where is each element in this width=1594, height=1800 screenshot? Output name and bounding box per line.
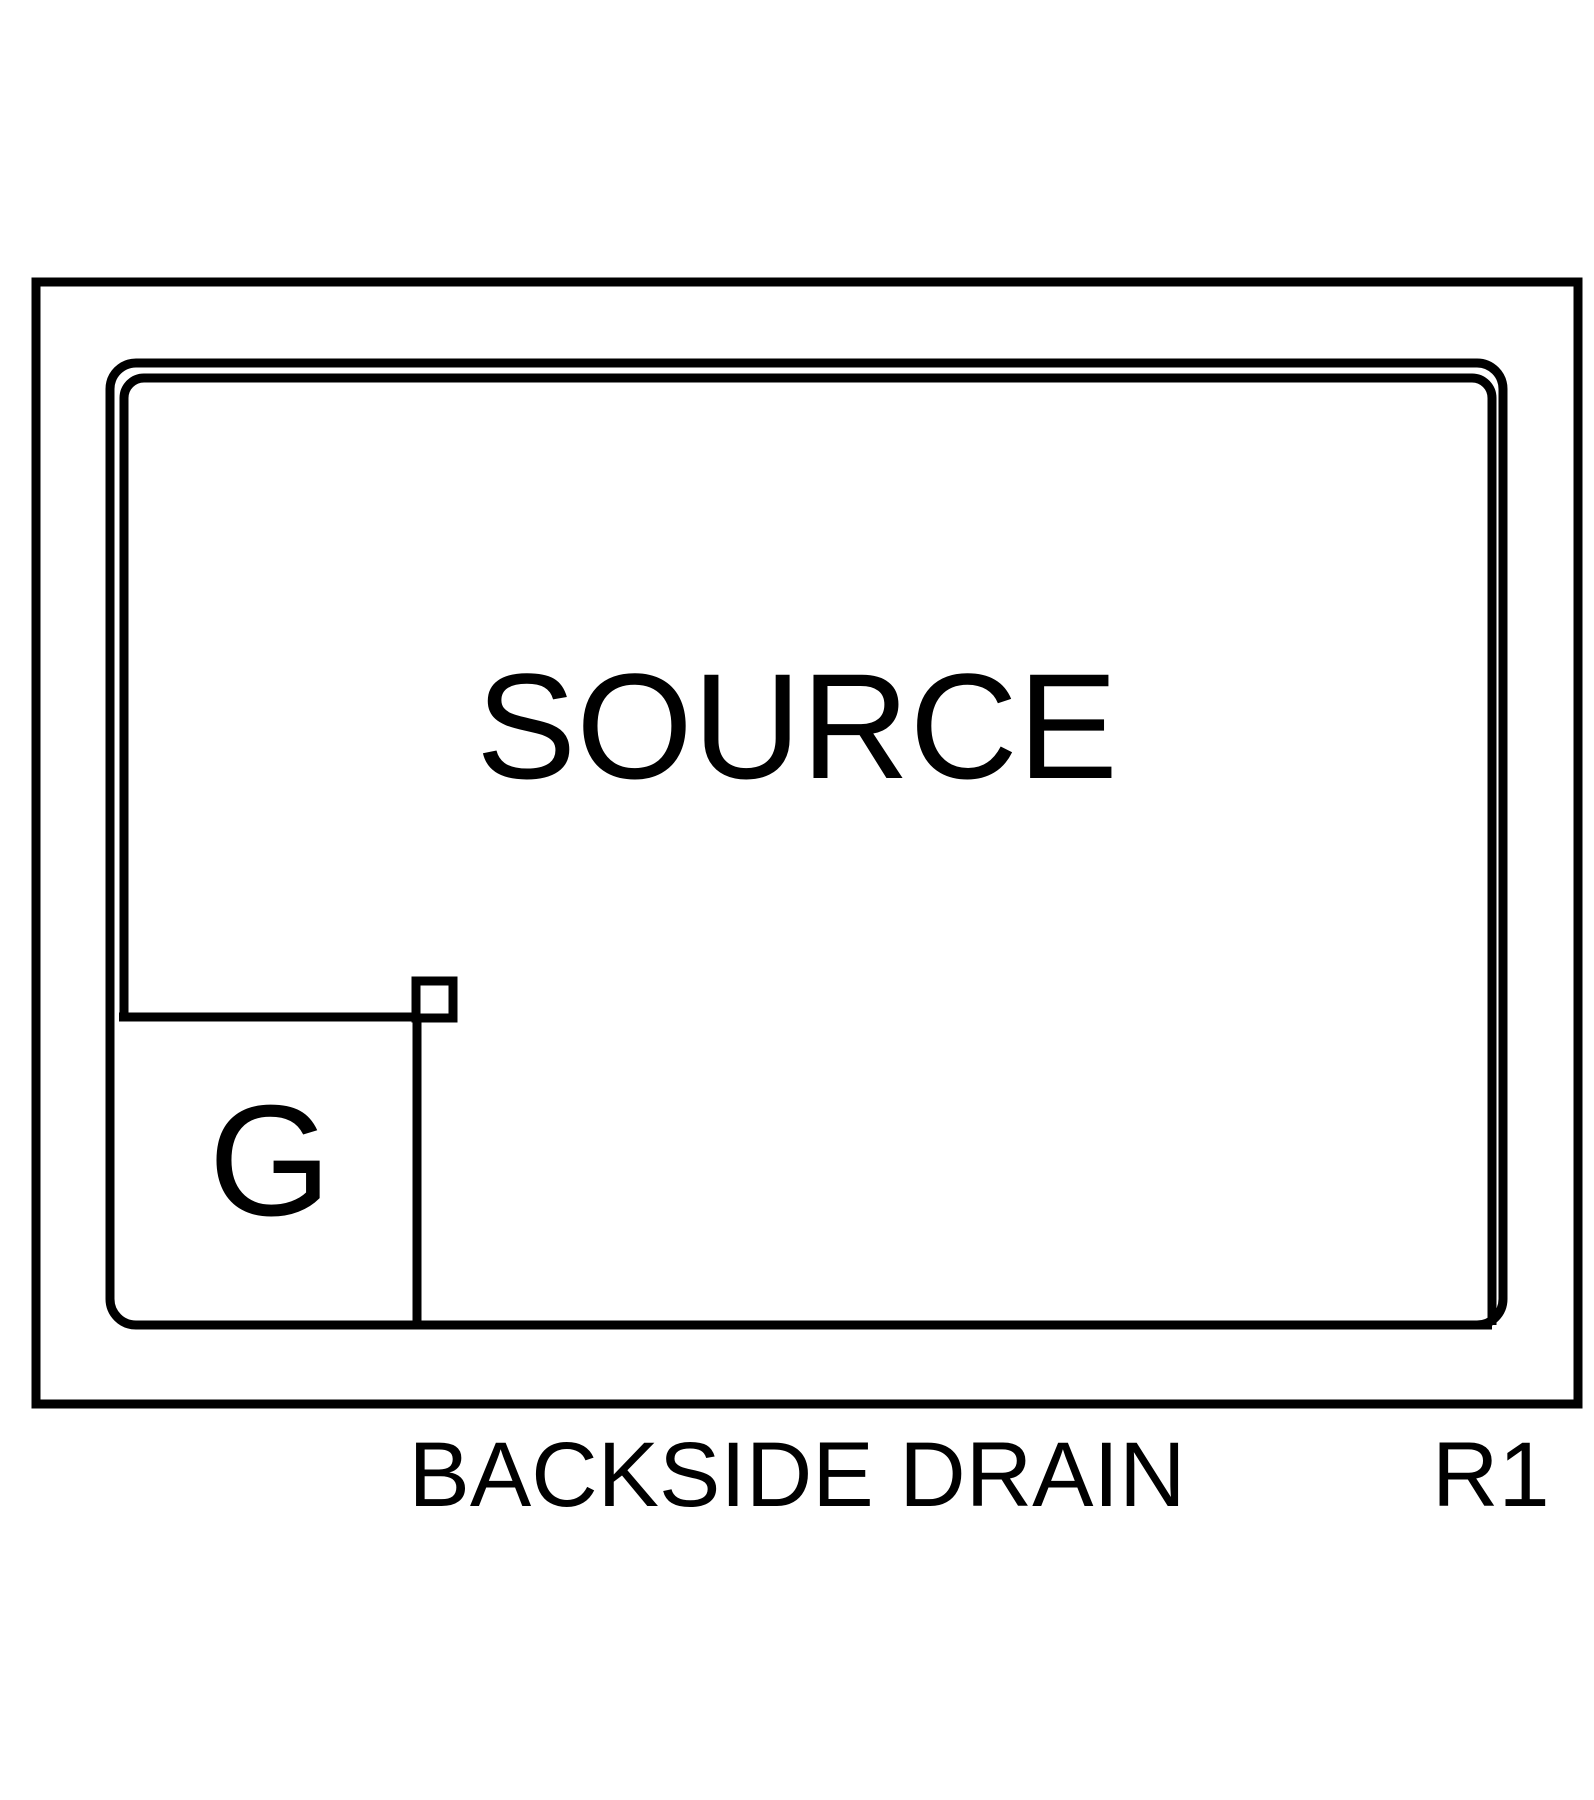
gate-pad-label: G	[209, 1073, 332, 1249]
source-pad-label: SOURCE	[476, 642, 1118, 810]
pin1-marker-square-icon	[411, 976, 458, 1023]
package-body-outline	[31, 277, 1583, 1409]
backside-drain-caption: BACKSIDE DRAIN	[408, 1424, 1185, 1526]
metallization-inner-contour	[119, 373, 1497, 1325]
revision-tag-label: R1	[1432, 1424, 1550, 1526]
